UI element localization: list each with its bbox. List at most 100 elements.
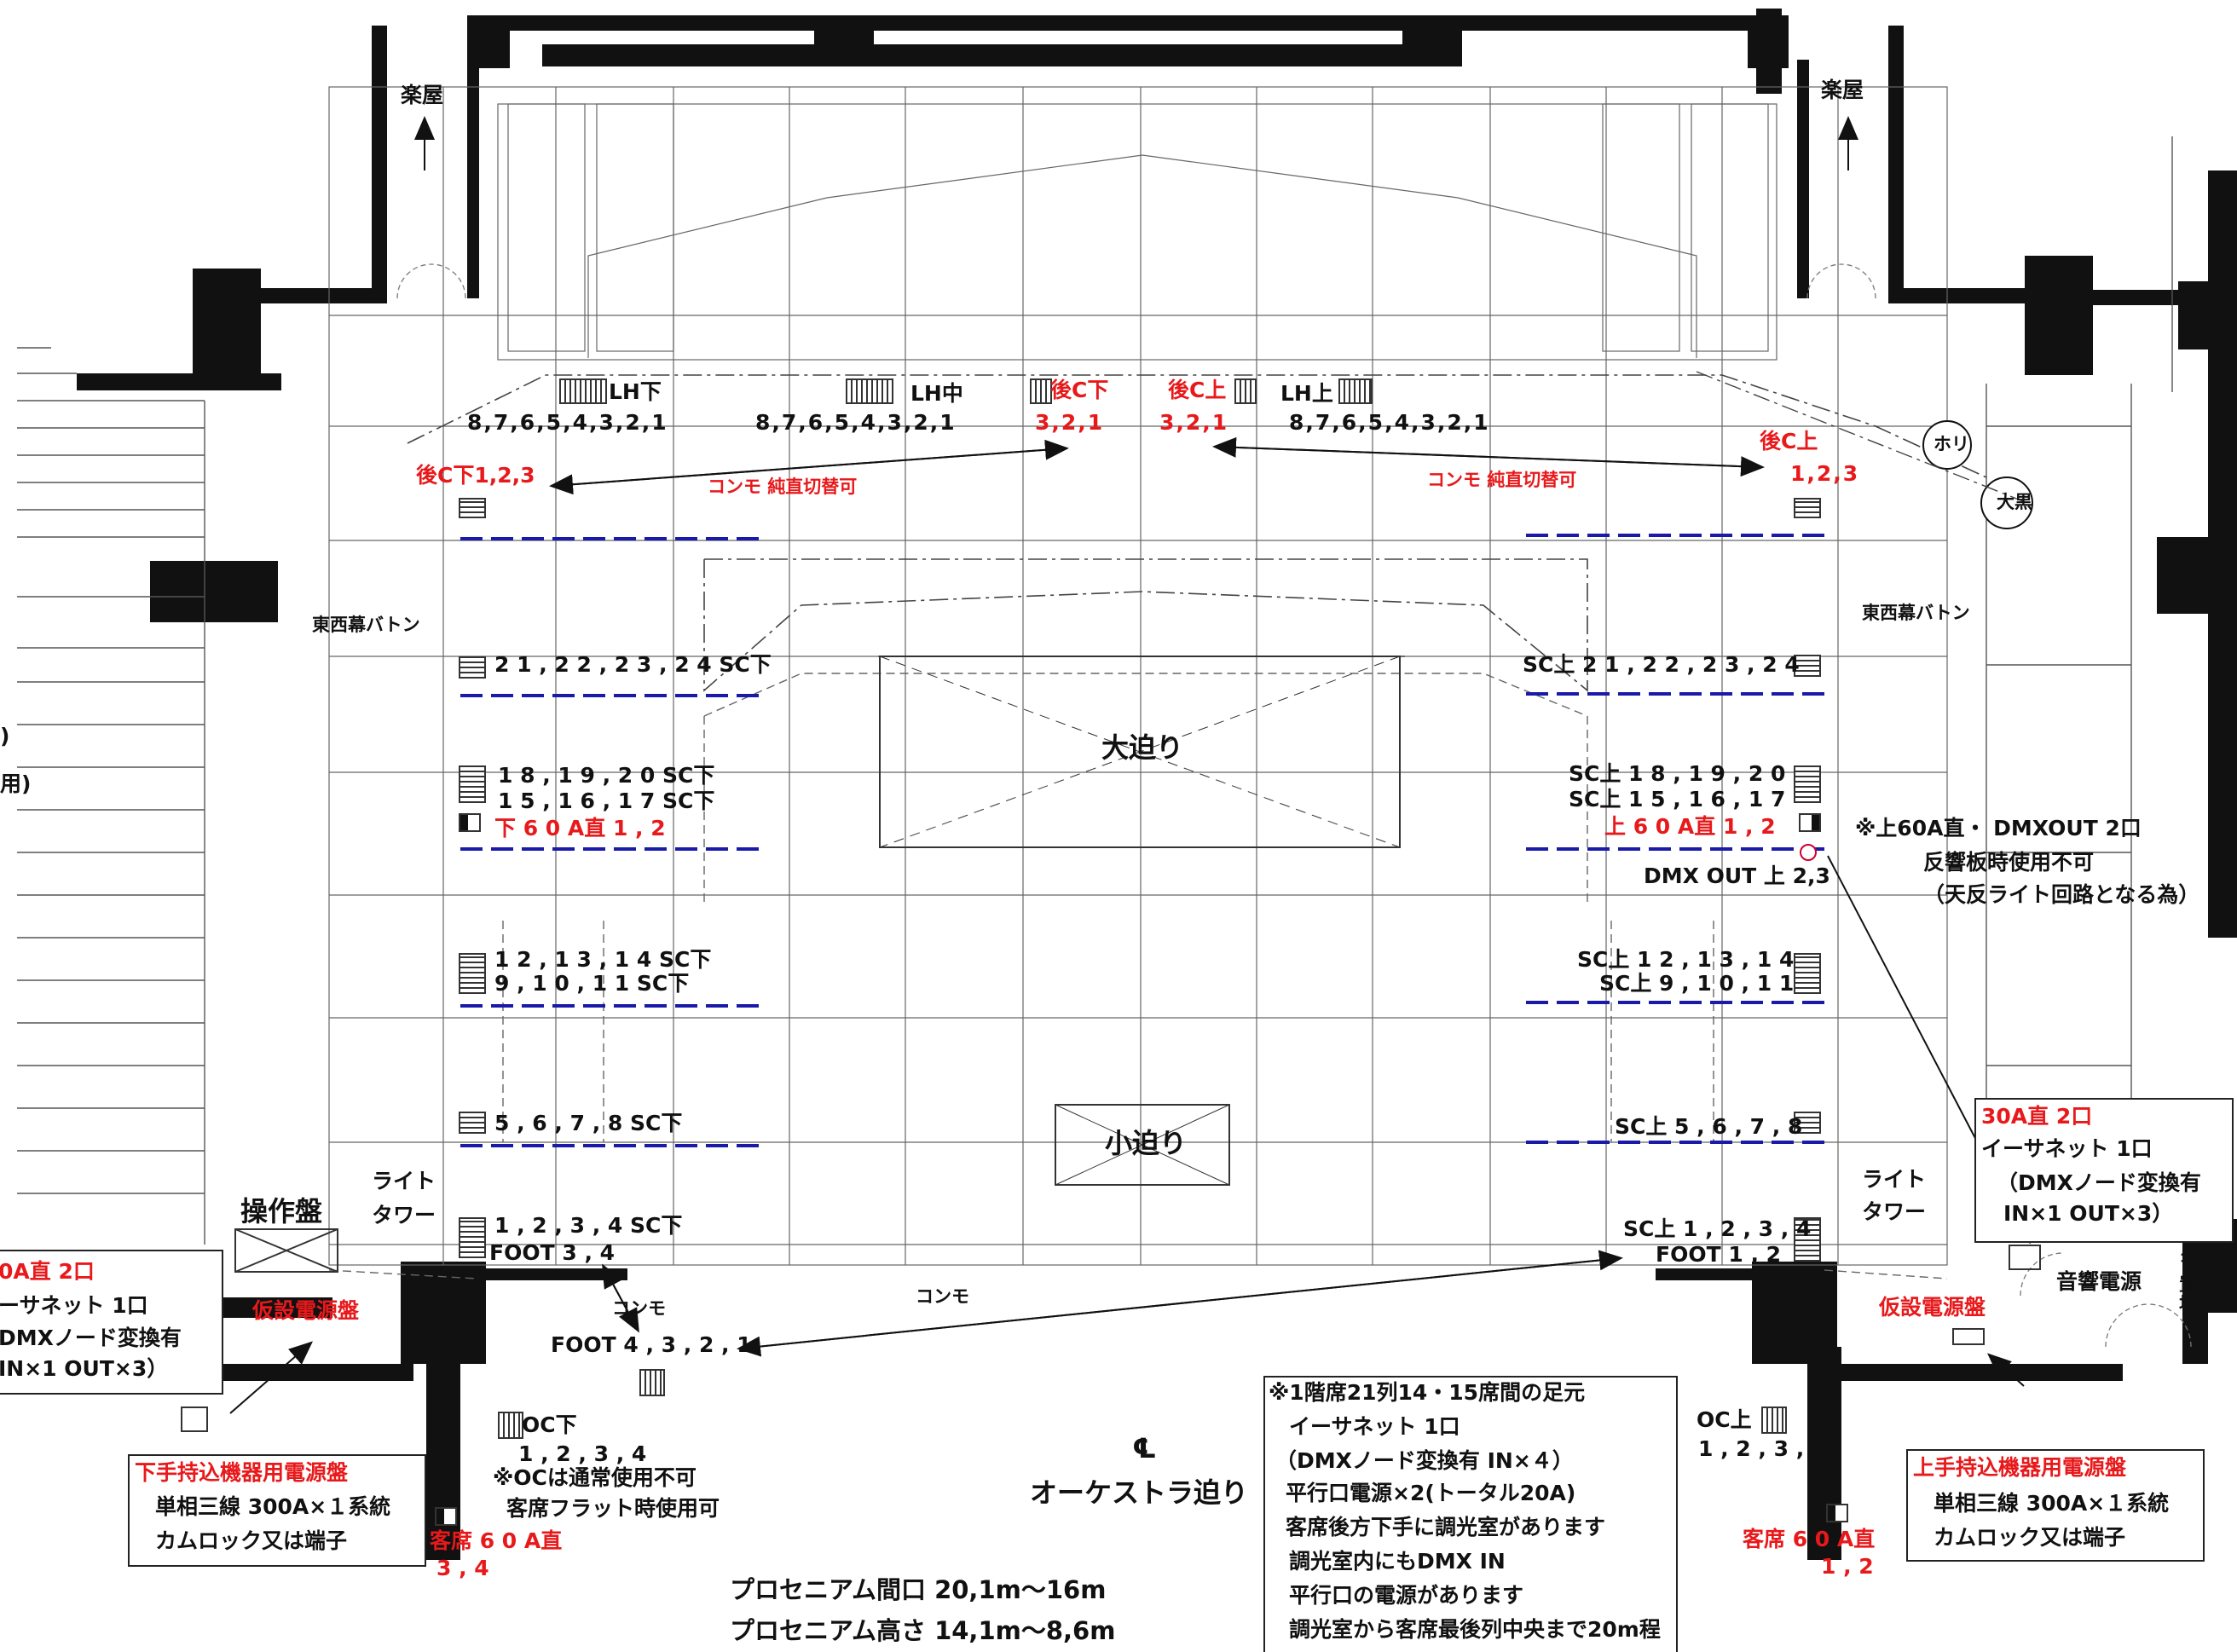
seat-note-line-1: ※1階席21列14・15席間の足元 [1269, 1380, 1586, 1405]
go-c-kami-channels: 3,2,1 [1159, 410, 1229, 435]
go-c-shimo-left-label: 後C下1,2,3 [416, 463, 535, 488]
sc-left-row-4: 下 6 0 A直 1 , 2 [494, 816, 666, 840]
power-panel-right: 上手持込機器用電源盤 単相三線 300A×１系統 カムロック又は端子 [1906, 1449, 2205, 1562]
sc-left-row-6: 9 , 1 0 , 1 1 SC下 [494, 971, 690, 996]
seat-note-line-8: 調光室から客席最後列中央まで20m程 [1289, 1617, 1661, 1642]
rack-icon [459, 953, 486, 994]
oc-shimo-label: OC下 [522, 1412, 577, 1437]
socket-icon [1952, 1328, 1985, 1345]
kasetsu-right-label: 仮設電源盤 [1879, 1295, 1986, 1320]
go-c-kami-right-label: 後C上 [1760, 429, 1818, 453]
batten-lines [460, 534, 1824, 1147]
light-tower-right-1: ライト [1862, 1167, 1927, 1192]
onkyo-label: 音響電源 [2056, 1269, 2142, 1294]
lh-shimo-channels: 8,7,6,5,4,3,2,1 [467, 410, 668, 435]
hall-lines [17, 136, 2173, 1245]
power-right-line-1: 単相三線 300A×１系統 [1934, 1491, 2170, 1516]
conmo-mid-label: コンモ [916, 1286, 969, 1307]
oc-note-1: ※OCは通常使用不可 [493, 1465, 697, 1490]
light-tower-right-2: タワー [1862, 1199, 1927, 1224]
koseri-box [1055, 1104, 1230, 1186]
sc-right-row-7: SC上 5 , 6 , 7 , 8 [1615, 1114, 1803, 1139]
light-tower-left-2: タワー [372, 1203, 436, 1227]
rack-icon [1794, 765, 1821, 803]
go-c-kami-label: 後C上 [1168, 378, 1227, 402]
lh-naka-label: LH中 [910, 381, 963, 406]
lh-kami-channels: 8,7,6,5,4,3,2,1 [1289, 410, 1490, 435]
rack-icon [1761, 1407, 1787, 1434]
rack-icon [639, 1369, 665, 1396]
ooseri-box [879, 656, 1401, 848]
hori-line [1696, 371, 2028, 504]
right-info-box: 30A直 2口 イーサネット 1口 （DMXノード変換有 IN×1 OUT×3） [1974, 1098, 2234, 1243]
seat-note-line-2: イーサネット 1口 [1289, 1414, 1460, 1439]
right-box-line-4: IN×1 OUT×3） [2003, 1201, 2174, 1226]
power-left-line-2: カムロック又は端子 [155, 1528, 348, 1553]
orchestra-lift-lines [328, 673, 1948, 1279]
outlet-icon [1799, 813, 1821, 832]
light-tower-left-1: ライト [372, 1169, 436, 1193]
power-left-line-1: 単相三線 300A×１系統 [155, 1494, 391, 1519]
sc-right-row-9: FOOT 1 , 2 [1656, 1242, 1782, 1267]
sc-right-row-5: SC上 1 2 , 1 3 , 1 4 [1577, 947, 1795, 972]
rack-icon [846, 378, 893, 404]
tozai-baton-left: 東西幕バトン [312, 615, 420, 635]
dmx-out-label: DMX OUT 上 2,3 [1644, 864, 1830, 888]
conmo-right-note: コンモ 純直切替可 [1427, 470, 1577, 490]
power-right-line-2: カムロック又は端子 [1934, 1525, 2126, 1550]
left-edge-text-2: 用) [0, 771, 32, 796]
oc-note-2: 客席フラット時使用可 [506, 1496, 720, 1521]
ooseri-label: 大迫り [1101, 731, 1184, 764]
kyakuseki-right-channels: 1 , 2 [1821, 1554, 1874, 1579]
lh-naka-channels: 8,7,6,5,4,3,2,1 [755, 410, 957, 435]
seat-note-line-5: 客席後方下手に調光室があります [1286, 1515, 1606, 1539]
left-edge-text-1: ) [0, 724, 10, 748]
right-box-line-3: （DMXノード変換有 [1997, 1170, 2201, 1195]
power-right-title: 上手持込機器用電源盤 [1913, 1455, 2127, 1480]
sc-left-row-7: 5 , 6 , 7 , 8 SC下 [494, 1111, 683, 1135]
conmo-left-note: コンモ 純直切替可 [708, 477, 858, 497]
seat-note-line-3: （DMXノード変換有 IN×４） [1275, 1448, 1574, 1473]
proscenium-width: プロセニアム間口 20,1m～16m [730, 1575, 1107, 1604]
left-box-line-3: DMXノード変換有 [0, 1326, 182, 1350]
sc-left-row-9: FOOT 3 , 4 [489, 1240, 616, 1265]
left-box-line-1: 0A直 2口 [0, 1259, 95, 1284]
note-right-1: ※上60A直・ DMXOUT 2口 [1855, 816, 2142, 840]
rack-icon [1794, 953, 1821, 994]
oc-kami-label: OC上 [1697, 1407, 1752, 1432]
sc-right-row-2: SC上 1 8 , 1 9 , 2 0 [1569, 761, 1786, 786]
sc-left-row-1: 2 1 , 2 2 , 2 3 , 2 4 SC下 [494, 652, 772, 677]
go-c-kami-right-channels: 1,2,3 [1790, 461, 1860, 486]
rack-icon [1234, 378, 1257, 404]
go-c-shimo-label: 後C下 [1050, 378, 1109, 402]
control-panel-box [234, 1228, 338, 1273]
rack-icon [1338, 378, 1373, 404]
orchestra-label: オーケストラ迫り [1030, 1476, 1249, 1509]
rack-icon [459, 765, 486, 803]
rack-icon [1794, 1217, 1821, 1262]
rack-icon [498, 1412, 523, 1439]
rack-icon [1794, 655, 1821, 677]
rack-icon [1794, 498, 1821, 518]
sc-right-row-3: SC上 1 5 , 1 6 , 1 7 [1569, 787, 1786, 812]
door-arcs [396, 263, 2192, 1348]
lh-kami-label: LH上 [1280, 381, 1333, 406]
rack-icon [459, 498, 486, 518]
outlet-icon [459, 813, 481, 832]
rack-icon [459, 1217, 486, 1258]
power-panel-left: 下手持込機器用電源盤 単相三線 300A×１系統 カムロック又は端子 [128, 1454, 426, 1567]
seat-note-box: ※1階席21列14・15席間の足元 イーサネット 1口 （DMXノード変換有 I… [1263, 1376, 1678, 1652]
note-right-3: （天反ライト回路となる為） [1923, 882, 2200, 907]
socket-icon [2009, 1245, 2041, 1270]
seat-note-line-6: 調光室内にもDMX IN [1289, 1549, 1506, 1574]
circles [1800, 420, 2033, 861]
sc-right-row-1: SC上 2 1 , 2 2 , 2 3 , 2 4 [1523, 652, 1800, 677]
sc-left-row-5: 1 2 , 1 3 , 1 4 SC下 [494, 947, 712, 972]
sc-left-row-3: 1 5 , 1 6 , 1 7 SC下 [498, 788, 715, 813]
kyakuseki-left-channels: 3 , 4 [436, 1556, 489, 1580]
gakuya-left-label: 楽屋 [401, 83, 444, 107]
rack-icon [459, 656, 486, 679]
conmo-left-label: コンモ [612, 1298, 666, 1319]
power-left-title: 下手持込機器用電源盤 [135, 1460, 349, 1485]
left-box-line-2: ーサネット 1口 [0, 1293, 148, 1318]
